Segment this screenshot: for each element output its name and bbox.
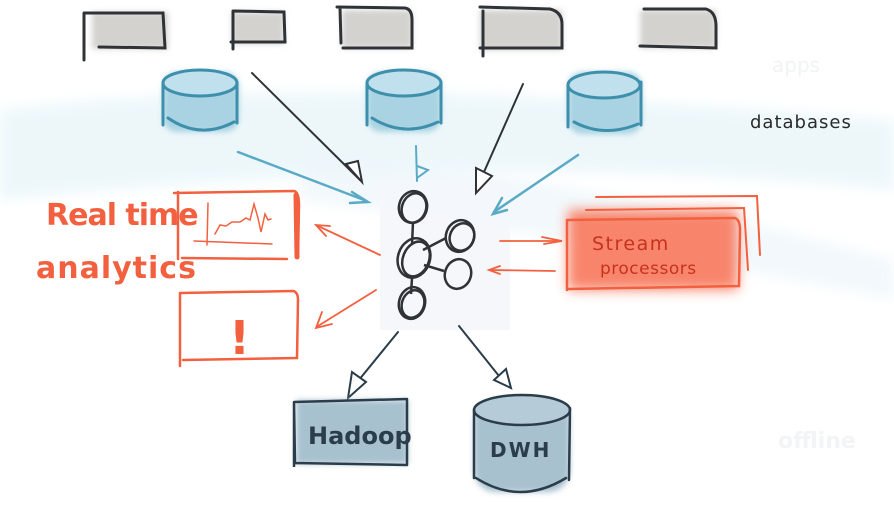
hadoop-box: [292, 397, 409, 467]
hadoop-label: Hadoop: [308, 422, 412, 450]
line-chart-icon: [193, 201, 273, 246]
realtime-analytics-label-line1: Real time: [46, 198, 198, 233]
kafka-cluster-icon: [396, 189, 476, 321]
alert-box: [178, 289, 300, 368]
dwh-cylinder: [472, 393, 572, 494]
apps-label: apps: [772, 53, 820, 77]
exclamation-icon: !: [229, 311, 250, 365]
arrow-hub-to-alert: [314, 289, 377, 330]
app-box-1: [82, 11, 168, 62]
arrow-db-to-hub-left: [236, 150, 373, 205]
arrow-hub-to-analytics: [313, 223, 381, 256]
dwh-label: DWH: [490, 438, 551, 462]
arrow-db-to-hub-right: [490, 153, 580, 217]
arrow-app-to-hub-right: [475, 83, 524, 196]
stream-processors-stack: [565, 194, 761, 292]
app-box-4: [478, 5, 564, 58]
stream-processors-label-line1: Stream: [592, 233, 670, 255]
dashboard-chart-box: [172, 189, 301, 261]
arrow-hub-to-hadoop: [346, 331, 399, 401]
app-box-5: [638, 7, 718, 50]
database-2: [365, 68, 443, 132]
arrow-hub-to-dwh: [458, 325, 513, 390]
app-box-3: [335, 5, 414, 50]
arrow-db-to-hub-center: [415, 145, 431, 182]
arrow-stream-to-hub: [486, 265, 556, 275]
database-3: [566, 70, 643, 134]
realtime-analytics-label-line2: analytics: [36, 251, 197, 286]
app-box-2: [229, 9, 287, 51]
arrow-app-to-hub-left: [251, 72, 364, 186]
stream-processors-label-line2: processors: [600, 259, 697, 279]
databases-label: databases: [750, 112, 852, 133]
arrow-hub-to-stream: [499, 236, 563, 245]
offline-label: offline: [778, 429, 856, 454]
database-1: [161, 68, 239, 132]
